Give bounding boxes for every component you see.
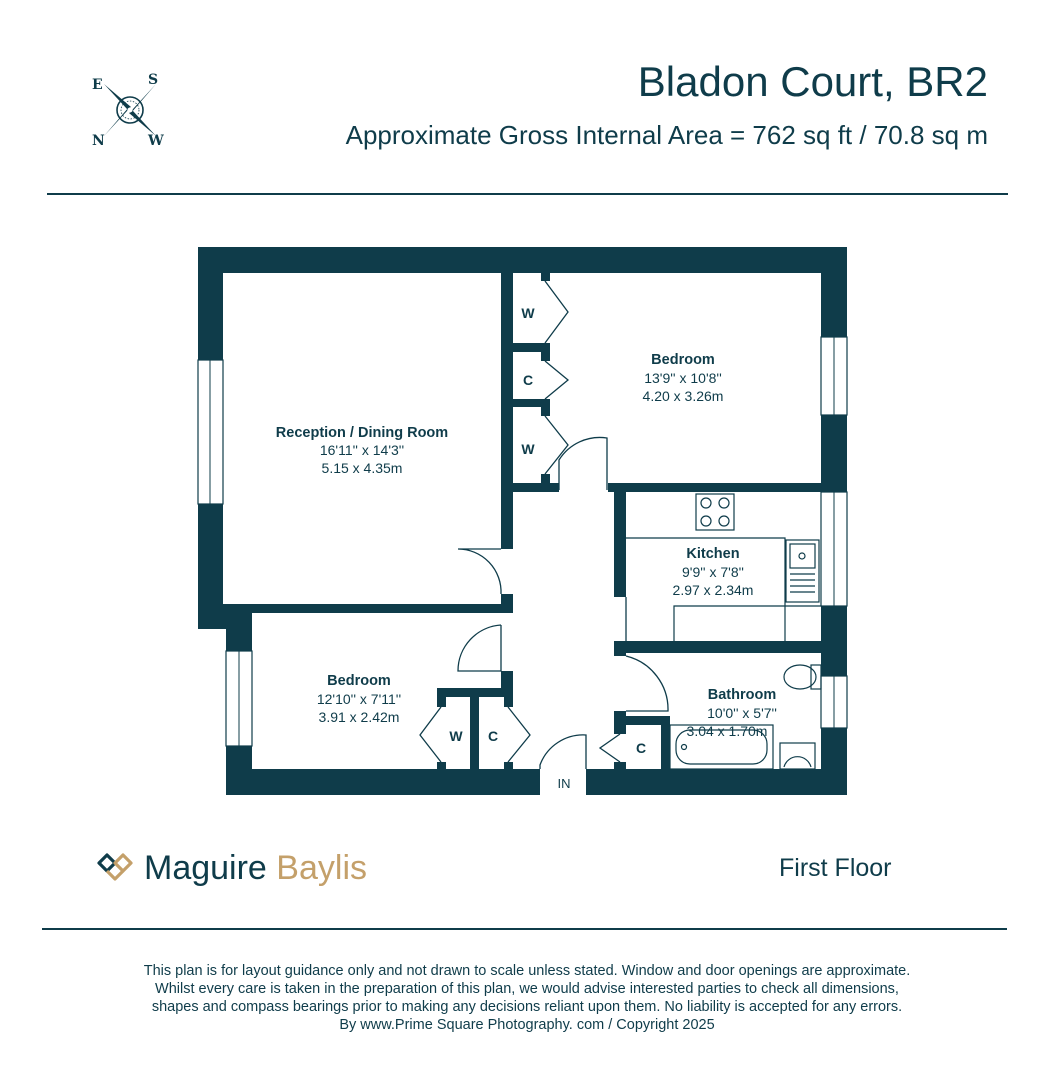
- door-wardrobe-2: [544, 415, 569, 475]
- cupboard-label-3: C: [636, 740, 646, 756]
- door-bedroom1: [558, 436, 608, 490]
- room-name-bathroom: Bathroom: [708, 687, 776, 703]
- wall-wardrobe-bottom: [513, 483, 559, 492]
- room-name-bedroom1: Bedroom: [651, 352, 715, 368]
- door-cupboard-1: [544, 360, 570, 400]
- door-reception: [457, 548, 502, 595]
- kitchen-worktop: [626, 537, 821, 641]
- compass-icon: E S N W: [92, 72, 164, 149]
- wardrobe-label-2: W: [521, 441, 535, 457]
- room-metric-bedroom2: 3.91 x 2.42m: [319, 709, 400, 725]
- wall-reception-right: [501, 273, 513, 549]
- basin-icon: [779, 742, 816, 770]
- bath-icon: [669, 724, 774, 770]
- wall-bottom-right: [586, 769, 847, 795]
- compass-e: E: [92, 77, 103, 93]
- room-metric-reception: 5.15 x 4.35m: [322, 460, 403, 476]
- disclaimer-line: Whilst every care is taken in the prepar…: [155, 981, 899, 997]
- room-dims-reception: 16'11'' x 14'3'': [320, 442, 404, 458]
- disclaimer: This plan is for layout guidance only an…: [40, 962, 1014, 1034]
- compass-n: N: [92, 133, 105, 149]
- door-cupboard-2: [507, 706, 531, 763]
- cupboard-label-1: C: [523, 372, 533, 388]
- cupboard-label-2: C: [488, 728, 498, 744]
- plan-title: Bladon Court, BR2: [637, 58, 988, 105]
- brand-logo: Maguire Baylis: [96, 846, 367, 890]
- disclaimer-line: By www.Prime Square Photography. com / C…: [339, 1017, 715, 1033]
- door-wardrobe-3: [419, 706, 442, 763]
- wardrobe-label-3: W: [449, 728, 463, 744]
- door-bathroom: [625, 655, 669, 712]
- room-metric-kitchen: 2.97 x 2.34m: [673, 582, 754, 598]
- wall-top: [198, 247, 847, 273]
- wall-kitchen-left: [614, 483, 626, 597]
- room-metric-bedroom1: 4.20 x 3.26m: [643, 388, 724, 404]
- compass-s: S: [148, 72, 158, 88]
- room-dims-bedroom1: 13'9'' x 10'8'': [644, 370, 722, 386]
- wall-kitchen-bottom: [614, 641, 821, 653]
- wall-reception-bottom: [223, 604, 513, 613]
- room-dims-kitchen: 9'9'' x 7'8'': [682, 564, 744, 580]
- room-name-bedroom2: Bedroom: [327, 673, 391, 689]
- entrance-label: IN: [558, 776, 571, 791]
- gross-area: Approximate Gross Internal Area = 762 sq…: [345, 120, 988, 150]
- wall-bedroom1-bottom: [608, 483, 821, 492]
- room-metric-bathroom: 3.04 x 1.70m: [687, 723, 768, 739]
- room-name-reception: Reception / Dining Room: [276, 425, 448, 441]
- brand-name-part1: Maguire: [144, 848, 267, 887]
- door-wardrobe-1: [544, 280, 569, 344]
- footer-divider: [42, 928, 1007, 930]
- header-divider: [47, 193, 1008, 195]
- compass-w: W: [147, 133, 164, 149]
- disclaimer-line: This plan is for layout guidance only an…: [143, 963, 911, 979]
- hob-icon: [695, 493, 735, 531]
- toilet-icon: [783, 664, 817, 690]
- door-cupboard-3: [598, 733, 621, 763]
- disclaimer-line: shapes and compass bearings prior to mak…: [151, 999, 903, 1015]
- wardrobe-label-1: W: [521, 305, 535, 321]
- room-dims-bedroom2: 12'10'' x 7'11'': [317, 691, 401, 707]
- room-dims-bathroom: 10'0'' x 5'7'': [707, 705, 777, 721]
- room-name-kitchen: Kitchen: [686, 546, 739, 562]
- floor-label: First Floor: [779, 854, 892, 882]
- wall-bottom-left: [226, 769, 540, 795]
- wall-bedroom2-cupboard-top: [437, 688, 513, 697]
- door-bedroom2: [457, 624, 502, 672]
- door-entrance: [539, 734, 587, 769]
- brand-name-part2: Baylis: [276, 848, 367, 887]
- diamond-logo-icon: [97, 853, 133, 881]
- sink-icon: [785, 539, 820, 603]
